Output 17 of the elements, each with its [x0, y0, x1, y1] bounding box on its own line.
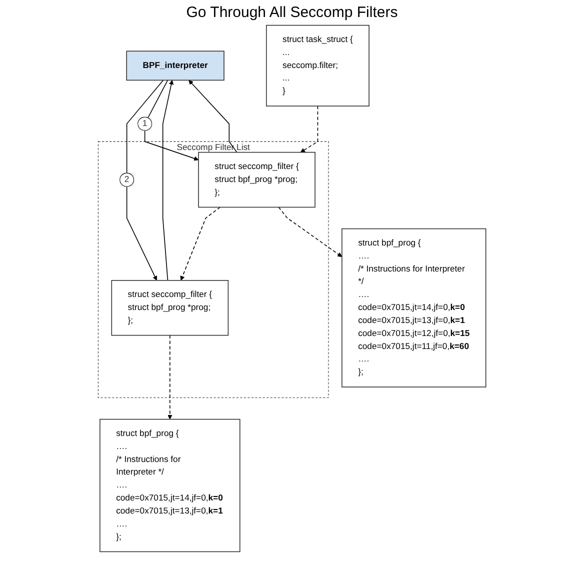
- node-box: struct seccomp_filter { struct bpf_prog *prog; };: [111, 280, 229, 336]
- node-box: struct task_struct { ... seccomp.filter; ... }: [266, 24, 370, 106]
- node-box: struct bpf_prog { …. /* Instructions for Interpreter */ …. code=0x7015,jt=14,jf=0,k=0 code=0x7015,jt=13,jf=0,k=1 code=0x7015,jt=12,jf=0,k=15 code=0x7015,jt=11,jf=0,k=60 …. };: [342, 228, 486, 388]
- arrow: [162, 80, 174, 281]
- arrow: [278, 206, 342, 258]
- arrow: [180, 206, 221, 281]
- arrow: [300, 106, 318, 153]
- arrow: [144, 80, 199, 161]
- node-box: struct bpf_prog { …. /* Instructions for Interpreter */ …. code=0x7015,jt=14,jf=0,k=0 code=0x7015,jt=13,jf=0,k=1 …. };: [100, 418, 240, 552]
- node-box: BPF_interpreter: [126, 50, 224, 81]
- arrow: [126, 80, 164, 281]
- node-box: struct seccomp_filter { struct bpf_prog *prog; };: [198, 152, 316, 208]
- edge-label: 1: [142, 118, 148, 128]
- edge-label: 2: [124, 174, 130, 184]
- arrow: [188, 80, 238, 153]
- note-text: Go Through All Seccomp Filters: [185, 4, 399, 21]
- arrow: [168, 334, 172, 420]
